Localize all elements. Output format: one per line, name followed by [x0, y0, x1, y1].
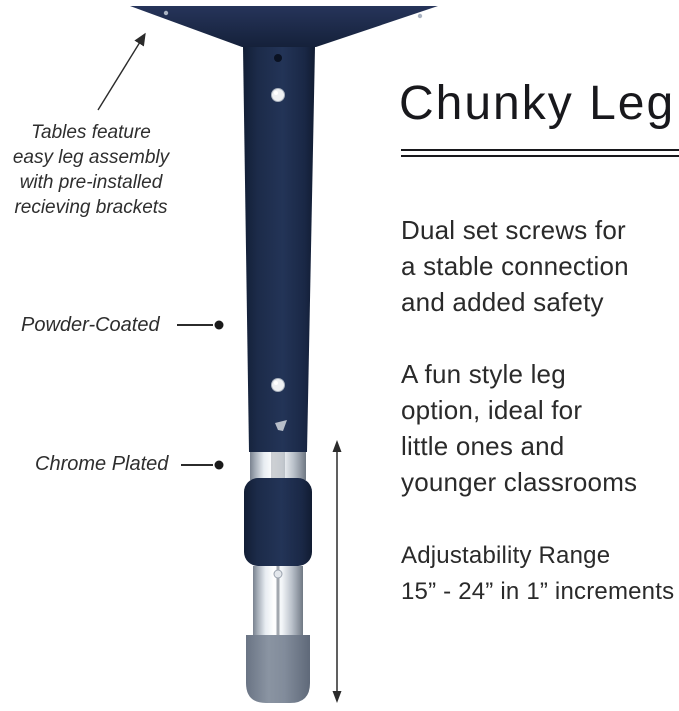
tube-screw: [273, 569, 283, 579]
powder-coated-label: Powder-Coated: [21, 314, 160, 336]
set-screw-upper: [271, 88, 285, 102]
page-title: Chunky Leg: [399, 77, 676, 130]
adjustability-range-arrow: [332, 440, 342, 703]
chrome-tube-slot: [276, 566, 280, 638]
feature-adjustability: Adjustability Range 15” - 24” in 1” incr…: [401, 542, 675, 605]
chrome-plated-label: Chrome Plated: [35, 453, 169, 475]
leg-column: [243, 47, 315, 452]
title-double-rule: [401, 149, 679, 157]
chrome-ring: [250, 452, 306, 480]
plate-screw-right: [417, 13, 423, 19]
plate-screw-left: [163, 10, 169, 16]
powder-coated-pointer: [177, 320, 224, 330]
mounting-plate: [130, 6, 438, 47]
set-screw-lower: [271, 378, 285, 392]
leg-top-hole: [274, 54, 282, 62]
assembly-note: Tables feature easy leg assembly with pr…: [12, 122, 170, 219]
chrome-plated-pointer: [181, 460, 224, 470]
feature-style: A fun style leg option, ideal for little…: [401, 359, 638, 497]
foot-cap: [246, 635, 310, 703]
adjustable-collar: [244, 478, 312, 566]
inner-rod: [271, 452, 285, 480]
feature-set-screws: Dual set screws for a stable connection …: [401, 215, 629, 317]
brand-mark: [275, 420, 287, 431]
assembly-callout-arrow: [97, 32, 146, 111]
